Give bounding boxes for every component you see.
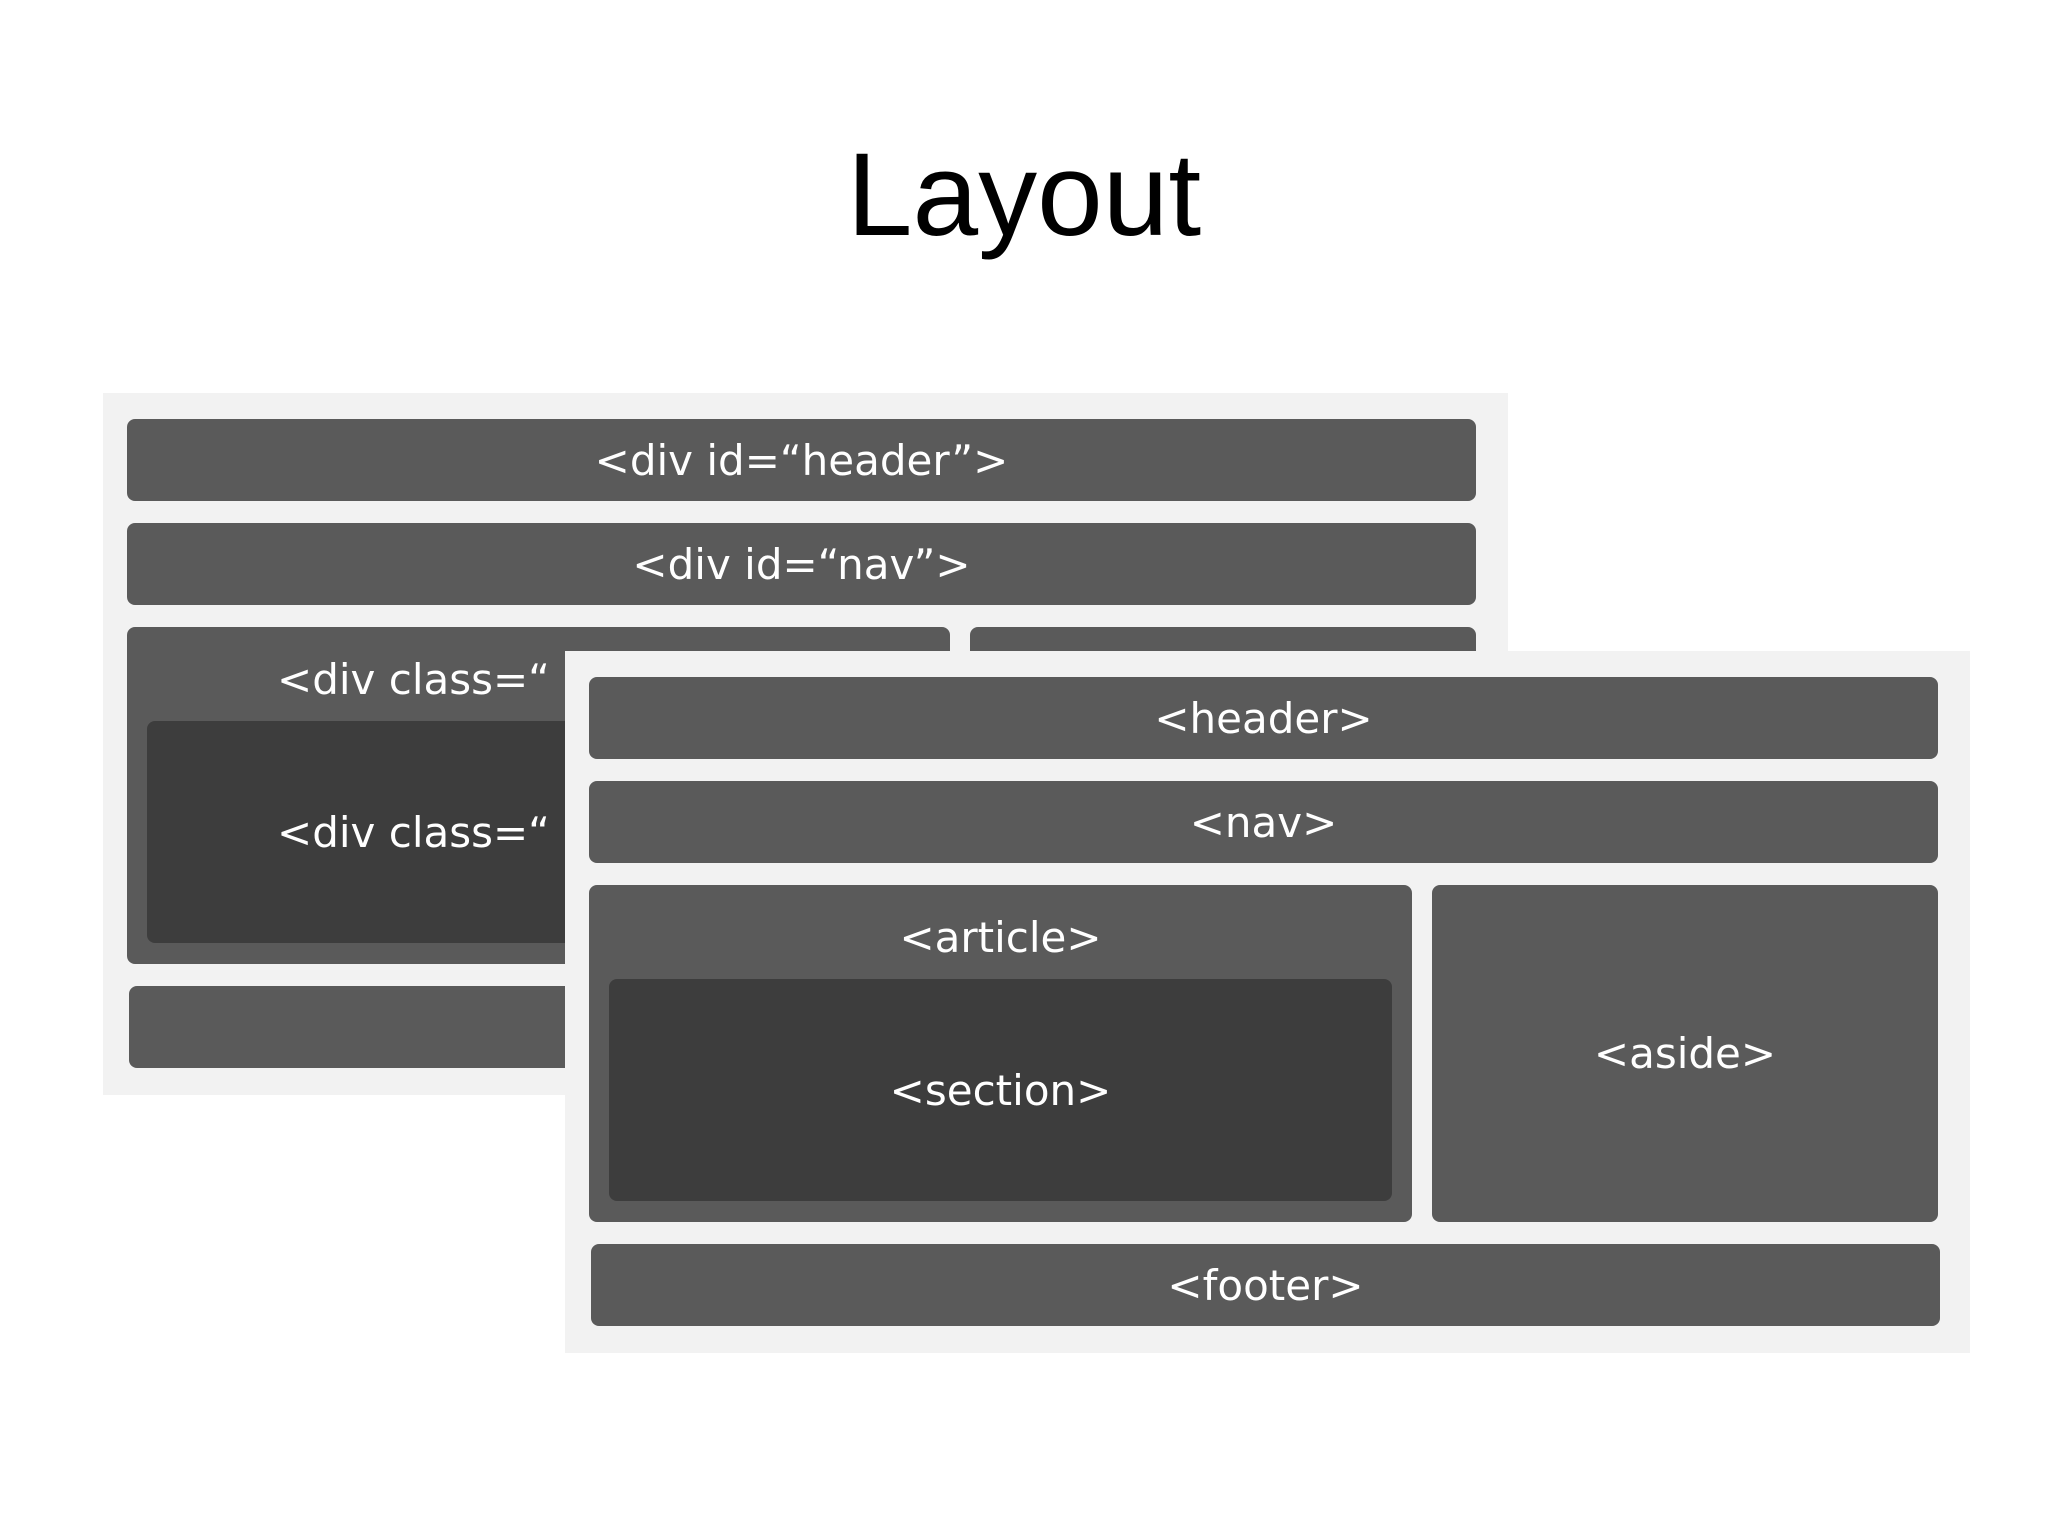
div-header-label: <div id=“header”> [594, 435, 1009, 485]
div-header-block: <div id=“header”> [127, 419, 1476, 501]
nav-block: <nav> [589, 781, 1938, 863]
section-block: <section> [609, 979, 1392, 1201]
div-nav-block: <div id=“nav”> [127, 523, 1476, 605]
article-label: <article> [899, 913, 1102, 962]
header-block: <header> [589, 677, 1938, 759]
div-article-label: <div class=“ [277, 655, 550, 704]
slide-title: Layout [846, 129, 1202, 261]
aside-label: <aside> [1593, 1029, 1777, 1078]
footer-label: <footer> [1167, 1260, 1364, 1310]
footer-block: <footer> [591, 1244, 1940, 1326]
div-nav-label: <div id=“nav”> [632, 539, 971, 589]
div-section-label: <div class=“ [277, 807, 550, 857]
section-label: <section> [889, 1065, 1112, 1115]
aside-block: <aside> [1432, 885, 1938, 1222]
nav-label: <nav> [1189, 797, 1338, 847]
semantic-layout-diagram: <header> <nav> <article> <section> <asid… [565, 651, 1970, 1353]
header-label: <header> [1154, 693, 1373, 743]
